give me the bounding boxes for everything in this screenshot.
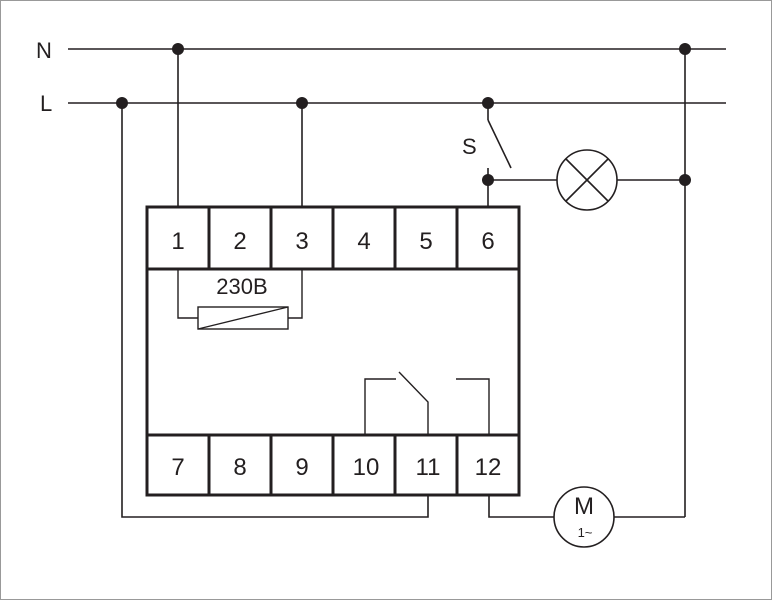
neutral-line-label: N: [36, 38, 52, 63]
junction-dot: [679, 43, 691, 55]
terminal-label: 8: [233, 454, 246, 481]
switch-blade: [487, 119, 512, 169]
coil-symbol: [197, 306, 289, 330]
motor-phase-label: 1~: [578, 525, 593, 540]
coil-voltage-label: 230B: [216, 274, 267, 299]
terminal-label: 7: [171, 454, 184, 481]
junction-dot: [116, 97, 128, 109]
coil-lead-left: [177, 269, 198, 319]
relay-contact-10: [364, 378, 396, 435]
terminal-label: 2: [233, 228, 246, 255]
junction-dot: [172, 43, 184, 55]
terminal-label: 9: [295, 454, 308, 481]
coil-lead-right: [288, 269, 303, 319]
switch-label: S: [462, 134, 477, 159]
wire-terminal-12-to-motor: [488, 495, 554, 518]
terminal-label: 3: [295, 228, 308, 255]
terminal-label: 5: [419, 228, 432, 255]
terminal-label: 1: [171, 228, 184, 255]
junction-dot: [679, 174, 691, 186]
motor-symbol-label: M: [574, 493, 594, 520]
live-line-label: L: [40, 91, 52, 116]
junction-dot: [482, 174, 494, 186]
junction-dots: [116, 43, 691, 186]
top-terminal-labels: 1 2 3 4 5 6: [171, 228, 494, 255]
coil-diagonal: [197, 306, 289, 330]
top-terminal-dividers: [207, 207, 459, 269]
terminal-label: 12: [475, 454, 502, 481]
terminal-label: 6: [481, 228, 494, 255]
wire-l-to-terminal-11: [121, 103, 429, 518]
relay-contact-12: [456, 378, 490, 435]
bottom-terminal-dividers: [207, 435, 459, 495]
terminal-label: 10: [353, 454, 380, 481]
bottom-terminal-labels: 7 8 9 10 11 12: [171, 454, 501, 481]
junction-dot: [482, 97, 494, 109]
relay-contact-common-11: [398, 371, 429, 435]
terminal-label: 11: [416, 454, 441, 481]
junction-dot: [296, 97, 308, 109]
motor-icon: M 1~: [553, 486, 615, 548]
terminal-label: 4: [357, 228, 370, 255]
lamp-icon: [556, 149, 618, 211]
